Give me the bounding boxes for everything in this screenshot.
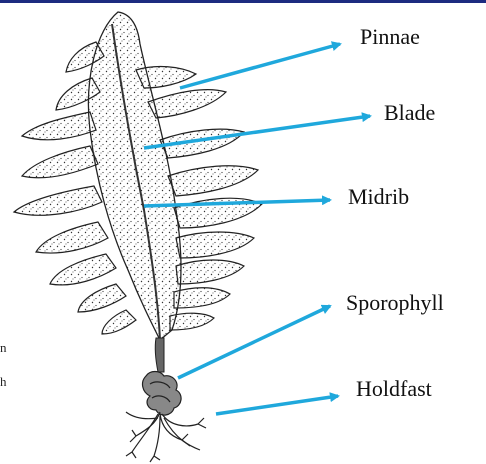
- edge-text-1: n: [0, 340, 7, 356]
- label-blade: Blade: [384, 100, 435, 126]
- edge-text-2: h: [0, 374, 7, 390]
- label-pinnae: Pinnae: [360, 24, 420, 50]
- label-sporophyll: Sporophyll: [346, 290, 444, 316]
- holdfast-arrow: [216, 396, 338, 414]
- stipe: [155, 338, 164, 372]
- pinnae-arrow: [180, 44, 340, 88]
- blade-arrow: [144, 116, 370, 148]
- label-midrib: Midrib: [348, 184, 409, 210]
- sporophyll-cluster: [143, 372, 182, 416]
- label-holdfast: Holdfast: [356, 376, 432, 402]
- holdfast-roots: [126, 412, 206, 462]
